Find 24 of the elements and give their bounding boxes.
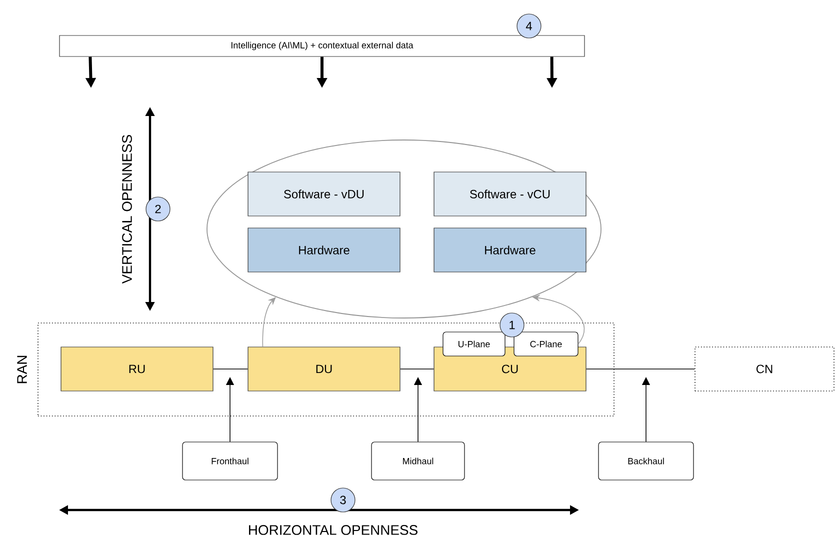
- plane-box: U-Plane: [442, 332, 506, 356]
- callout-number: 3: [330, 488, 356, 512]
- connector-line: [212, 368, 248, 370]
- software-box: Software - vDU: [248, 172, 400, 216]
- arrow: [262, 297, 276, 348]
- callout-number: 4: [516, 14, 542, 38]
- interface-box: Fronthaul: [182, 442, 278, 480]
- software-box: Software - vCU: [434, 172, 586, 216]
- hardware-box: Hardware: [248, 228, 400, 272]
- callout-number: 1: [500, 312, 524, 338]
- hardware-box: Hardware: [434, 228, 586, 272]
- process-box: Intelligence (AI\ML) + contextual external data: [59, 35, 585, 57]
- axis-label: HORIZONTAL OPENNESS: [249, 525, 418, 535]
- interface-box: Midhaul: [371, 442, 465, 480]
- plane-box: C-Plane: [514, 332, 578, 356]
- node-label: RAN: [17, 356, 27, 384]
- connector-line: [586, 368, 695, 370]
- callout-number: 2: [146, 196, 170, 222]
- axis-label: VERTICAL OPENNESS: [122, 134, 132, 284]
- unit-box: RU: [60, 346, 214, 392]
- connector-line: [400, 368, 434, 370]
- unit-box: DU: [248, 346, 400, 392]
- interface-box: Backhaul: [598, 442, 694, 480]
- core-network-box: CN: [694, 346, 834, 392]
